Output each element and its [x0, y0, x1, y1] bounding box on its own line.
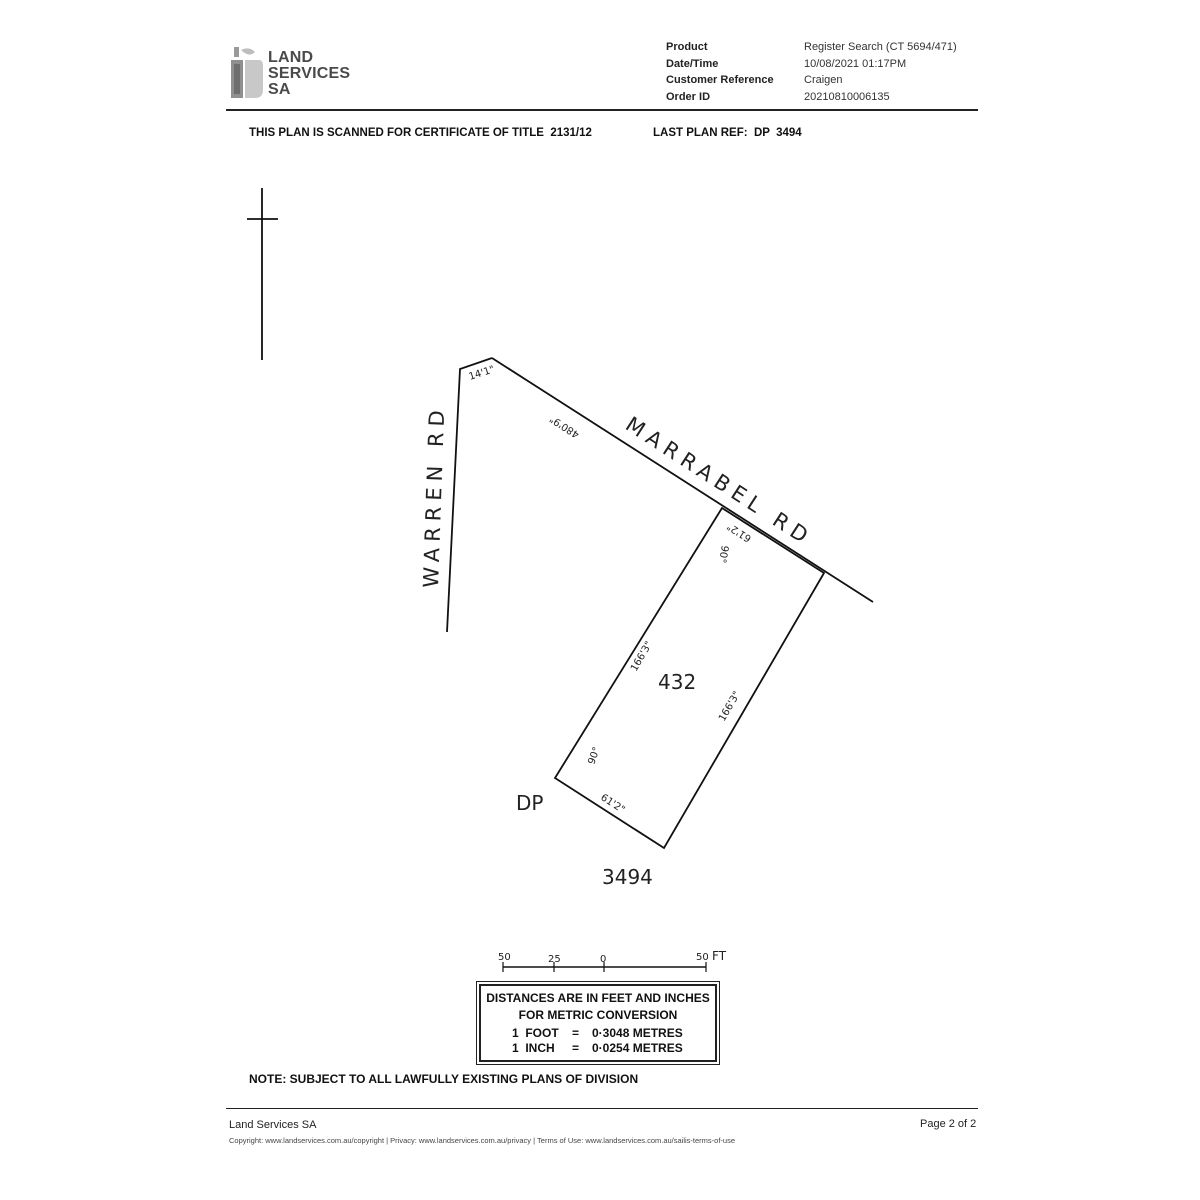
plan-note: NOTE: SUBJECT TO ALL LAWFULLY EXISTING P…	[249, 1072, 639, 1086]
allotment-number: 432	[658, 670, 696, 694]
metric-conversion-box: DISTANCES ARE IN FEET AND INCHES FOR MET…	[476, 981, 720, 1065]
meta-value-customer-ref: Craigen	[804, 74, 843, 86]
scale-label-50-left: 50	[498, 952, 511, 963]
meta-label-order-id: Order ID	[666, 91, 711, 103]
logo-line-2: SERVICES	[268, 65, 351, 82]
allotment-432-parcel	[553, 506, 826, 850]
logo-line-1: LAND	[268, 49, 314, 66]
dim-rear: 61'2"	[598, 792, 626, 816]
dim-side-left: 166'3"	[629, 640, 655, 674]
last-plan-ref: LAST PLAN REF: DP 3494	[653, 127, 802, 139]
footer-divider	[226, 1108, 978, 1109]
conversion-foot-right: 0·3048 METRES	[592, 1026, 683, 1040]
conversion-line-2: FOR METRIC CONVERSION	[518, 1008, 678, 1022]
conversion-inch-eq: =	[572, 1041, 580, 1055]
meta-label-product: Product	[666, 41, 708, 53]
conversion-foot-left: 1 FOOT	[512, 1026, 559, 1040]
scale-label-0: 0	[600, 954, 606, 965]
meta-label-datetime: Date/Time	[666, 58, 719, 70]
apple-leaf-icon	[231, 47, 263, 98]
meta-label-customer-ref: Customer Reference	[666, 74, 774, 86]
dp-number: 3494	[602, 865, 653, 889]
footer-page-number: Page 2 of 2	[920, 1118, 977, 1130]
warren-road-boundary	[446, 357, 493, 633]
scale-unit: FT	[712, 949, 727, 963]
logo: LAND SERVICES SA	[228, 44, 358, 100]
conversion-line-1: DISTANCES ARE IN FEET AND INCHES	[486, 991, 710, 1005]
scale-label-25: 25	[548, 954, 561, 965]
dim-angle-top: 90°	[716, 544, 730, 563]
conversion-foot-eq: =	[572, 1026, 580, 1040]
meta-value-product: Register Search (CT 5694/471)	[804, 41, 957, 53]
marrabel-road-boundary	[491, 357, 874, 603]
scanned-for-title: THIS PLAN IS SCANNED FOR CERTIFICATE OF …	[249, 127, 592, 139]
conversion-inch-left: 1 INCH	[512, 1041, 555, 1055]
dim-angle-bottom: 90°	[586, 746, 602, 766]
footer-org: Land Services SA	[229, 1119, 317, 1131]
scale-label-50-right: 50	[696, 952, 709, 963]
header-divider	[226, 109, 978, 111]
meta-value-order-id: 20210810006135	[804, 91, 890, 103]
conversion-inch-right: 0·0254 METRES	[592, 1041, 683, 1055]
dim-marrabel-long: 480'9"	[548, 413, 582, 440]
warren-road-label: WARREN RD	[419, 404, 449, 588]
logo-line-3: SA	[268, 81, 291, 98]
marrabel-road-label: MARRABEL RD	[621, 412, 817, 551]
footer-copyright: Copyright: www.landservices.com.au/copyr…	[229, 1136, 736, 1145]
meta-value-datetime: 10/08/2021 01:17PM	[804, 58, 907, 70]
dp-label: DP	[516, 791, 543, 815]
dim-top-short: 14'1"	[468, 364, 497, 383]
